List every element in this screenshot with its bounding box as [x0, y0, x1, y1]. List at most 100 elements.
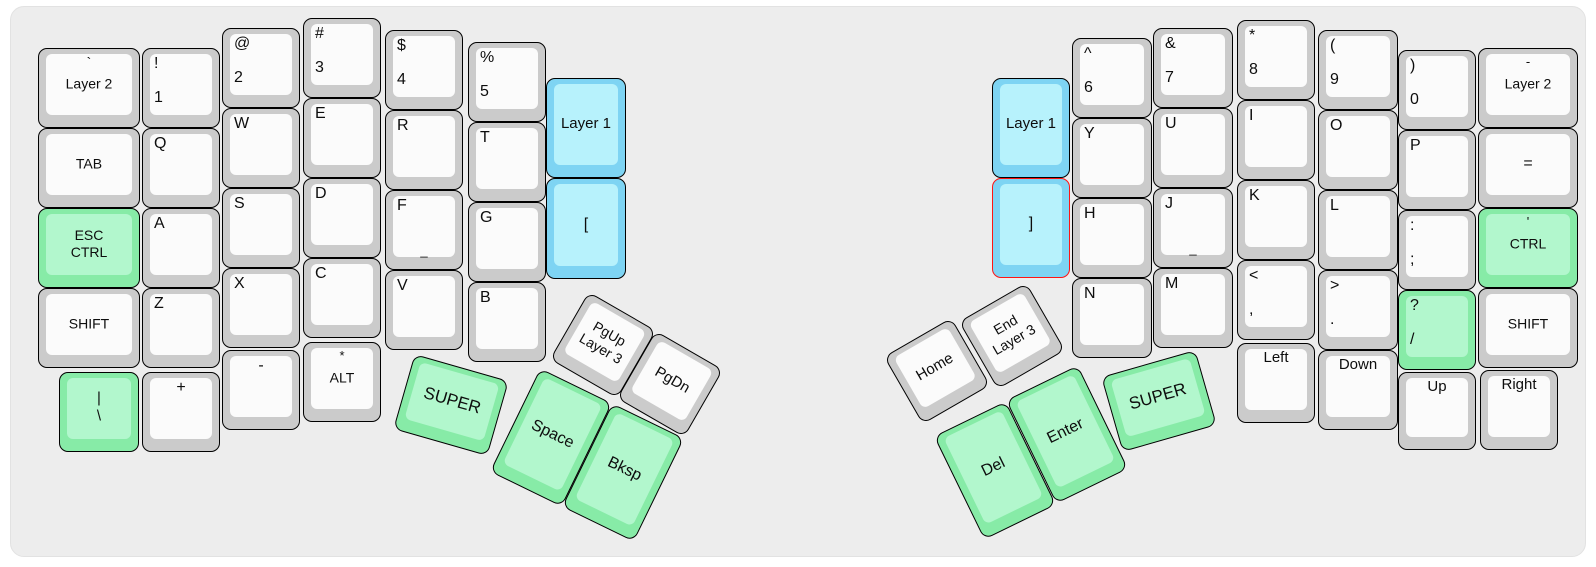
- key-label: End Layer 3: [989, 311, 1039, 359]
- keycap-top: C: [311, 263, 373, 325]
- key-label: D: [315, 184, 327, 202]
- key-g[interactable]: G: [468, 202, 546, 282]
- key-quote-ctrl[interactable]: 'CTRL: [1478, 208, 1578, 288]
- keycap-top: SUPER: [404, 361, 500, 441]
- key-label: %: [480, 48, 495, 66]
- key-percent-5[interactable]: %5: [468, 42, 546, 122]
- key-f[interactable]: F_: [385, 190, 463, 270]
- key-tab[interactable]: TAB: [38, 128, 140, 208]
- keycap-top: H: [1080, 203, 1144, 265]
- key-label: K: [1249, 186, 1260, 204]
- key-layer1-left[interactable]: Layer 1: [546, 78, 626, 178]
- key-u[interactable]: U: [1153, 108, 1233, 188]
- key-q[interactable]: Q: [142, 128, 220, 208]
- key-lbracket[interactable]: [: [546, 178, 626, 279]
- key-hash-3[interactable]: #3: [303, 18, 381, 98]
- keycap-top: 'CTRL: [1486, 213, 1570, 275]
- keycap-top: ?/: [1406, 295, 1468, 357]
- keycap-top: K: [1245, 185, 1307, 247]
- key-r[interactable]: R: [385, 110, 463, 190]
- key-x[interactable]: X: [222, 268, 300, 348]
- key-o[interactable]: O: [1318, 110, 1398, 190]
- key-minus-layer2[interactable]: -Layer 2: [1478, 48, 1578, 128]
- keycap-top: Layer 1: [1000, 83, 1062, 165]
- key-lt-comma[interactable]: <,: [1237, 260, 1315, 340]
- key-right[interactable]: Right: [1480, 370, 1558, 450]
- key-s[interactable]: S: [222, 188, 300, 268]
- key-e[interactable]: E: [303, 98, 381, 178]
- keycap-top: F_: [393, 195, 455, 258]
- key-at-2[interactable]: @2: [222, 28, 300, 108]
- key-v[interactable]: V: [385, 270, 463, 350]
- key-n[interactable]: N: [1072, 278, 1152, 358]
- key-ast-alt[interactable]: * ALT: [303, 342, 381, 422]
- key-rparen-0[interactable]: )0: [1398, 50, 1476, 130]
- key-h[interactable]: H: [1072, 198, 1152, 278]
- key-label: J: [1165, 194, 1173, 212]
- key-p[interactable]: P: [1398, 130, 1476, 210]
- key-label: ^: [1084, 44, 1092, 62]
- keycap-top: [: [554, 183, 618, 266]
- key-up[interactable]: Up: [1398, 372, 1476, 450]
- key-down[interactable]: Down: [1318, 350, 1398, 430]
- key-dollar-4[interactable]: $4: [385, 30, 463, 110]
- key-question-slash[interactable]: ?/: [1398, 290, 1476, 370]
- keycap-top: X: [230, 273, 292, 335]
- key-layer2-left[interactable]: `Layer 2: [38, 48, 140, 128]
- key-m[interactable]: M: [1153, 268, 1233, 348]
- key-caret-6[interactable]: ^6: [1072, 38, 1152, 118]
- key-t[interactable]: T: [468, 122, 546, 202]
- key-label: C: [315, 264, 327, 282]
- keycap-top: -Layer 2: [1486, 53, 1570, 115]
- key-shift-right[interactable]: SHIFT: [1478, 288, 1578, 368]
- key-j[interactable]: J_: [1153, 188, 1233, 268]
- keycap-top: %5: [476, 47, 538, 109]
- key-pipe-backslash[interactable]: | \: [59, 372, 139, 452]
- key-c[interactable]: C: [303, 258, 381, 338]
- key-amp-7[interactable]: &7: [1153, 28, 1233, 108]
- key-layer1-right[interactable]: Layer 1: [992, 78, 1070, 178]
- key-label: ]: [1028, 215, 1034, 233]
- keycap-top: TAB: [46, 133, 132, 195]
- keycap-top: <,: [1245, 265, 1307, 327]
- key-colon-semicolon[interactable]: :;: [1398, 210, 1476, 290]
- key-lparen-9[interactable]: (9: [1318, 30, 1398, 110]
- keycap-top: U: [1161, 113, 1225, 175]
- key-label: B: [480, 288, 491, 306]
- key-b[interactable]: B: [468, 282, 546, 362]
- key-ast-8[interactable]: *8: [1237, 20, 1315, 100]
- key-rbracket[interactable]: ]: [992, 178, 1070, 278]
- key-minus[interactable]: -: [222, 350, 300, 430]
- key-label: SHIFT: [1507, 315, 1549, 332]
- key-equals[interactable]: =: [1478, 128, 1578, 208]
- key-label: 4: [397, 70, 406, 88]
- key-a[interactable]: A: [142, 208, 220, 288]
- key-label: SHIFT: [68, 315, 110, 332]
- key-label: *: [339, 347, 345, 363]
- key-label: | \: [96, 389, 102, 425]
- key-label: CTRL: [1509, 235, 1547, 252]
- key-label: ;: [1410, 250, 1415, 268]
- key-label: >: [1330, 276, 1340, 294]
- key-k[interactable]: K: [1237, 180, 1315, 260]
- keycap-top: T: [476, 127, 538, 189]
- key-esc-ctrl[interactable]: ESC CTRL: [38, 208, 140, 288]
- key-y[interactable]: Y: [1072, 118, 1152, 198]
- key-z[interactable]: Z: [142, 288, 220, 368]
- key-label: Enter: [1044, 414, 1087, 447]
- key-l[interactable]: L: [1318, 190, 1398, 270]
- key-w[interactable]: W: [222, 108, 300, 188]
- key-plus[interactable]: +: [142, 372, 220, 452]
- key-gt-period[interactable]: >.: [1318, 270, 1398, 350]
- key-label: 7: [1165, 68, 1174, 86]
- key-exclam-1[interactable]: !1: [142, 48, 220, 128]
- key-shift-left[interactable]: SHIFT: [38, 288, 140, 368]
- key-label: 3: [315, 58, 324, 76]
- key-d[interactable]: D: [303, 178, 381, 258]
- key-label: 0: [1410, 90, 1419, 108]
- key-label: ALT: [329, 369, 355, 386]
- key-label: *: [1249, 26, 1256, 44]
- key-i[interactable]: I: [1237, 100, 1315, 180]
- key-left[interactable]: Left: [1237, 343, 1315, 423]
